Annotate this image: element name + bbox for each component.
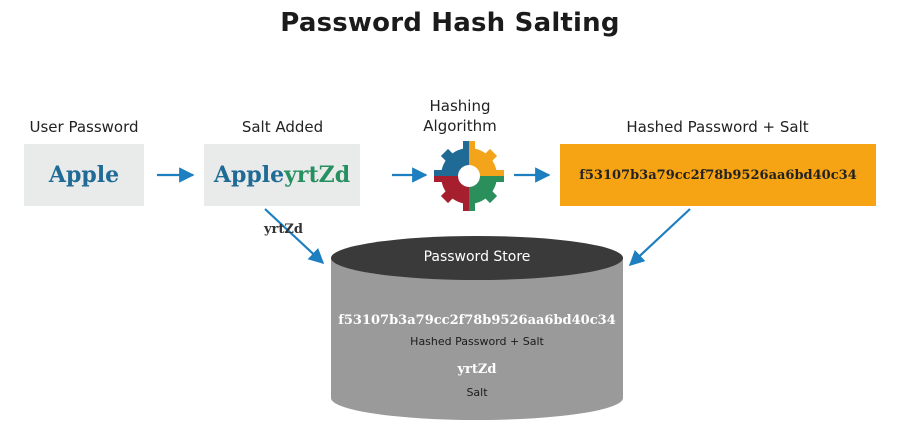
store-hash-caption: Hashed Password + Salt [410, 335, 544, 348]
salt-arrow-label: yrtZd [264, 222, 303, 237]
hashing-label-line2: Algorithm [423, 117, 497, 135]
store-salt-caption: Salt [466, 386, 488, 399]
hashed-password-salt-label: Hashed Password + Salt [626, 118, 809, 136]
hashing-label-line1: Hashing [429, 97, 491, 115]
password-store-title: Password Store [423, 249, 531, 265]
hashed-output-box: f53107b3a79cc2f78b9526aa6bd40c34 [560, 144, 876, 206]
page-title: Password Hash Salting [280, 8, 620, 38]
password-text: Apple [48, 162, 120, 188]
gear-icon [434, 141, 504, 211]
store-hash-value: f53107b3a79cc2f78b9526aa6bd40c34 [338, 313, 616, 328]
arrow-salt-to-store [264, 208, 325, 265]
store-salt-value: yrtZd [457, 362, 497, 377]
password-store-cylinder [331, 236, 623, 420]
salted-password-salt-text: yrtZd [284, 162, 351, 188]
password-box: Apple [24, 144, 144, 206]
user-password-label: User Password [29, 118, 139, 136]
salted-password-base-text: Apple [213, 162, 285, 188]
arrow-hash-to-store [628, 208, 691, 267]
hashed-output-text: f53107b3a79cc2f78b9526aa6bd40c34 [579, 167, 857, 183]
salt-added-label: Salt Added [241, 118, 324, 136]
